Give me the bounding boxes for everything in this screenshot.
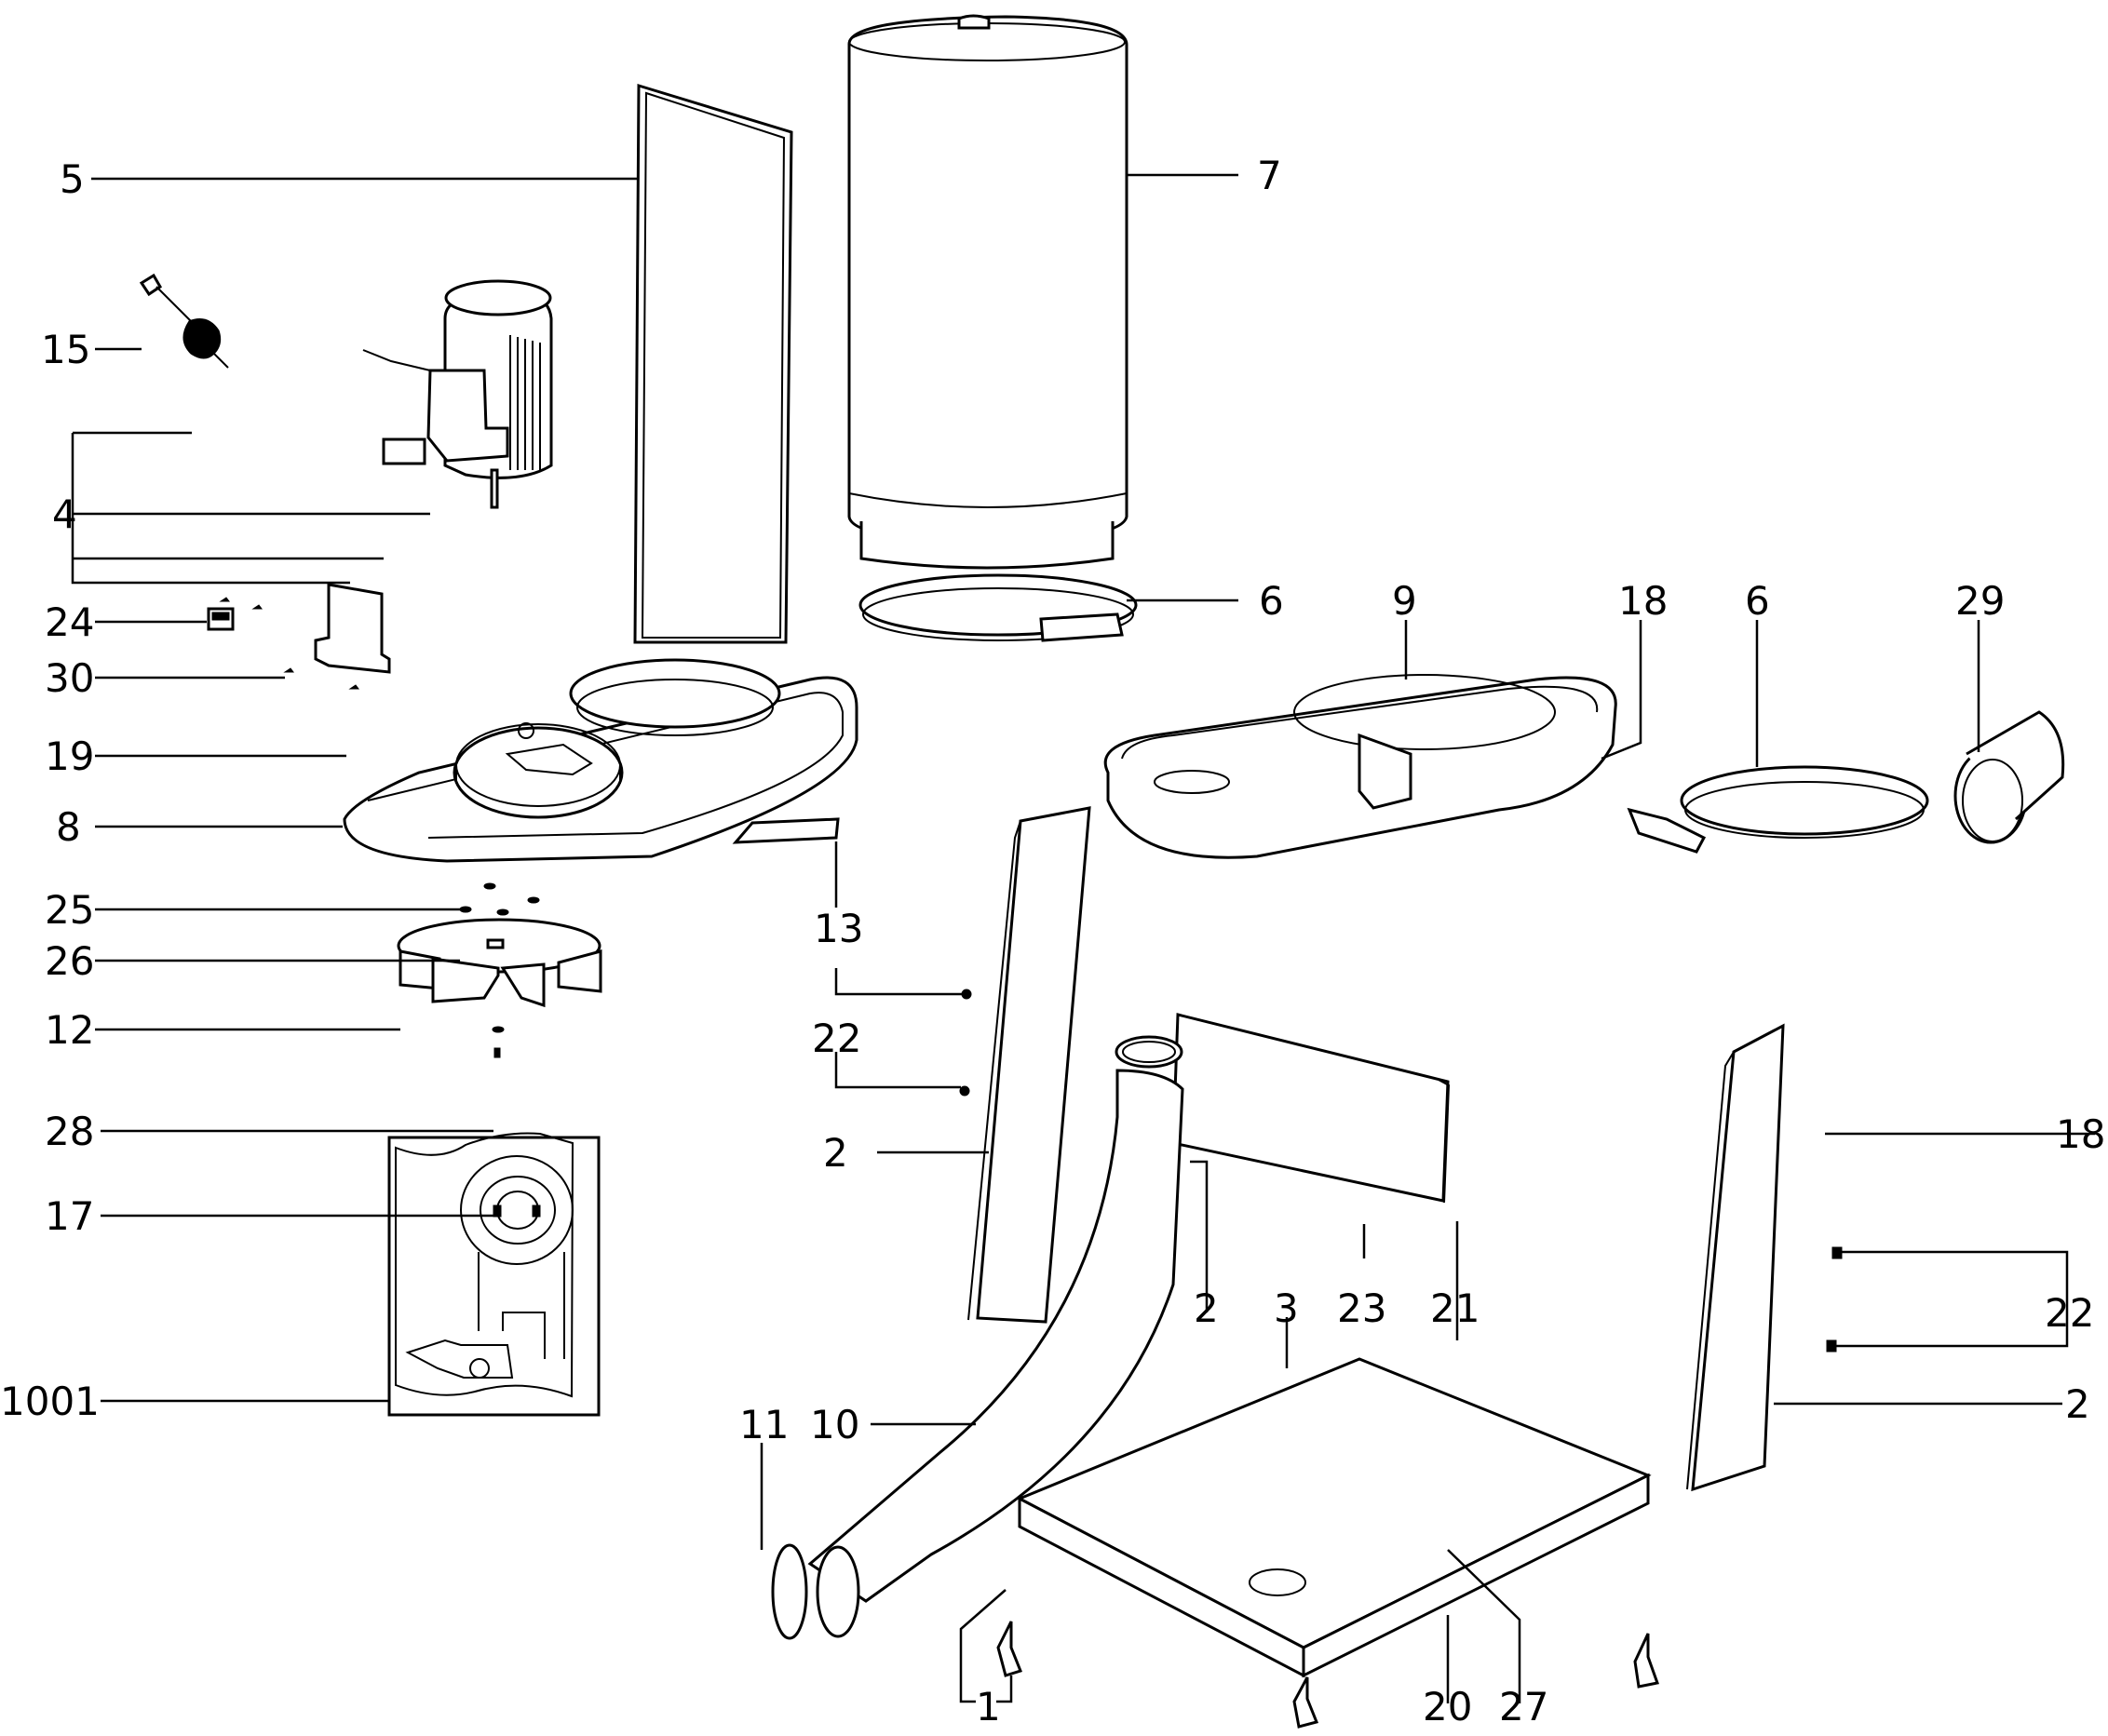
callout-10: 10 [810, 1402, 859, 1447]
callout-4: 4 [52, 491, 77, 537]
callout-3: 3 [1274, 1285, 1299, 1331]
callout-17: 17 [45, 1193, 94, 1239]
leader-lines [71, 173, 2095, 1703]
hose-clamp-drawing [771, 1543, 808, 1640]
callout-22-right: 22 [2045, 1290, 2094, 1336]
callout-9: 9 [1392, 578, 1417, 624]
impeller-drawing [397, 918, 602, 1008]
callout-15: 15 [41, 327, 90, 372]
callout-6-upper: 6 [1259, 578, 1284, 624]
callout-1: 1 [976, 1684, 1001, 1729]
callout-20: 20 [1423, 1684, 1472, 1729]
callout-1001: 1001 [0, 1379, 100, 1424]
callout-22-left: 22 [812, 1016, 861, 1061]
casters-drawing [996, 1621, 1659, 1729]
side-panel-right-drawing [1686, 1023, 1785, 1492]
callout-26: 26 [45, 938, 94, 984]
callout-18-panel: 18 [2056, 1111, 2105, 1157]
callout-29: 29 [1955, 578, 2005, 624]
side-panel-left-drawing [967, 806, 1091, 1324]
power-cord-drawing [139, 273, 229, 369]
callout-23: 23 [1337, 1285, 1386, 1331]
callout-19: 19 [45, 733, 94, 779]
callout-6-lower: 6 [1745, 578, 1770, 624]
back-panel-drawing [1171, 1013, 1451, 1204]
callout-7: 7 [1257, 153, 1282, 198]
callout-13: 13 [814, 906, 863, 951]
callout-labels: 5 7 15 4 24 30 6 9 18 6 29 19 8 13 25 26… [0, 153, 2105, 1729]
motor-drawing [362, 279, 553, 509]
cover-plate-drawing [219, 583, 391, 690]
filter-frame-drawing [633, 83, 793, 644]
wiring-diagram-drawing [387, 1132, 601, 1417]
callout-12: 12 [45, 1007, 94, 1053]
callout-24: 24 [45, 599, 94, 645]
inlet-adapter-drawing [1953, 710, 2065, 844]
motor-plate-drawing [343, 658, 858, 863]
callout-11: 11 [739, 1402, 789, 1447]
callout-2-left: 2 [823, 1130, 848, 1176]
impeller-screw-drawing [492, 1026, 505, 1058]
callout-18-housing: 18 [1618, 578, 1668, 624]
callout-25: 25 [45, 887, 94, 933]
base-plate-drawing [1016, 1357, 1652, 1678]
switch-drawing [207, 607, 235, 631]
carriage-bolts-left-drawing [959, 989, 972, 1097]
clamp-ring-lower-drawing [1627, 765, 1929, 854]
callout-8: 8 [56, 804, 81, 850]
flexible-hose-drawing [807, 1035, 1184, 1638]
collector-housing-drawing [1103, 674, 1617, 859]
carriage-bolts-right-drawing [1826, 1246, 1843, 1352]
callout-30: 30 [45, 655, 94, 701]
callout-27: 27 [1499, 1684, 1548, 1729]
callout-5: 5 [60, 156, 85, 202]
callout-28: 28 [45, 1109, 94, 1154]
callout-2-right: 2 [2065, 1381, 2090, 1427]
clamp-ring-upper-drawing [858, 573, 1138, 642]
callout-2-back: 2 [1194, 1285, 1219, 1331]
filter-bag-drawing [847, 14, 1128, 570]
label-plate-drawing [732, 817, 840, 844]
callout-21: 21 [1430, 1285, 1480, 1331]
